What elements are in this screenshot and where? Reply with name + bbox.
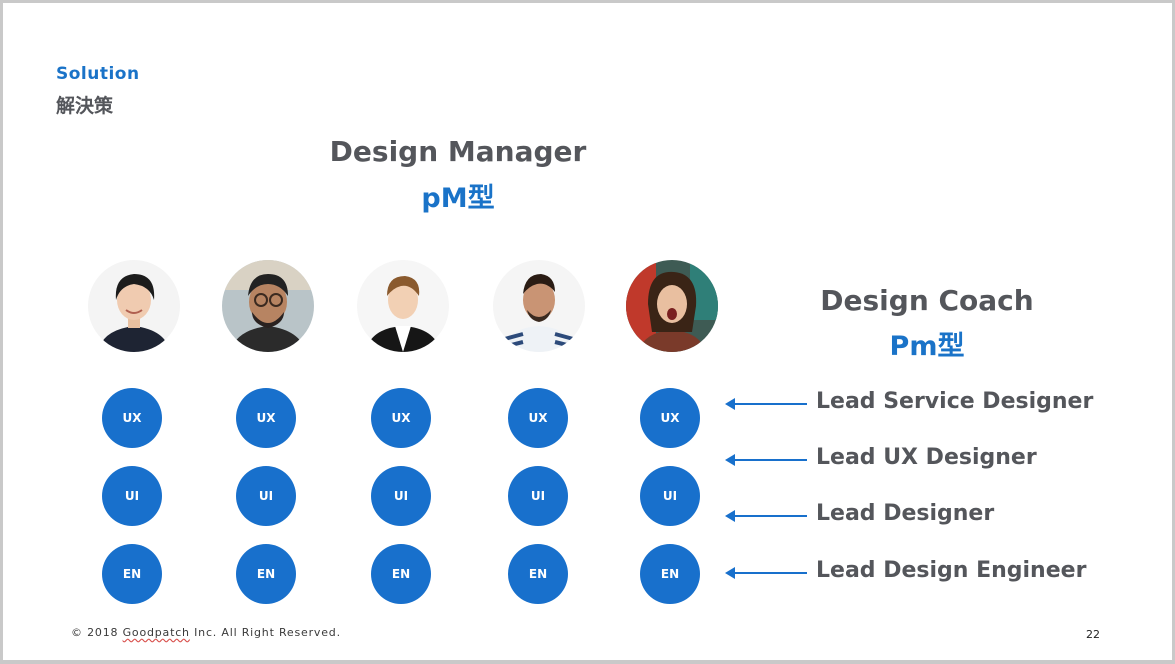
design-coach-title: Design Coach [820,284,1034,317]
section-label-en: Solution [56,64,140,84]
copyright-footer: © 2018 Goodpatch Inc. All Right Reserved… [71,626,341,639]
member-photo-5 [626,260,718,352]
member-4-en-badge: EN [508,544,568,604]
member-2-ui-badge: UI [236,466,296,526]
arrow-left-icon [725,510,807,522]
copyright-company: Goodpatch [122,626,190,639]
member-photo-3 [357,260,449,352]
slide: Solution 解決策 Design Manager pM型 Design C… [3,3,1172,660]
copyright-prefix: © 2018 [71,626,123,639]
member-2-ux-badge: UX [236,388,296,448]
member-5-ux-badge: UX [640,388,700,448]
member-4-ui-badge: UI [508,466,568,526]
member-2-en-badge: EN [236,544,296,604]
member-photo-2 [222,260,314,352]
arrow-left-icon [725,454,807,466]
member-photo-1 [88,260,180,352]
member-1-en-badge: EN [102,544,162,604]
member-5-ui-badge: UI [640,466,700,526]
member-4-ux-badge: UX [508,388,568,448]
member-3-en-badge: EN [371,544,431,604]
member-5-en-badge: EN [640,544,700,604]
member-3-ui-badge: UI [371,466,431,526]
arrow-left-icon [725,398,807,410]
member-photo-4 [493,260,585,352]
design-coach-type: Pm型 [889,331,965,362]
design-manager-type: pM型 [421,183,495,214]
role-lead-design-engineer: Lead Design Engineer [816,558,1087,583]
page-number: 22 [1086,628,1100,641]
design-manager-title: Design Manager [329,135,587,168]
role-lead-service-designer: Lead Service Designer [816,389,1094,414]
role-lead-ux-designer: Lead UX Designer [816,445,1037,470]
section-label-ja: 解決策 [56,95,114,117]
role-lead-designer: Lead Designer [816,501,995,526]
member-1-ui-badge: UI [102,466,162,526]
copyright-suffix: Inc. All Right Reserved. [189,626,341,639]
member-3-ux-badge: UX [371,388,431,448]
member-1-ux-badge: UX [102,388,162,448]
arrow-left-icon [725,567,807,579]
